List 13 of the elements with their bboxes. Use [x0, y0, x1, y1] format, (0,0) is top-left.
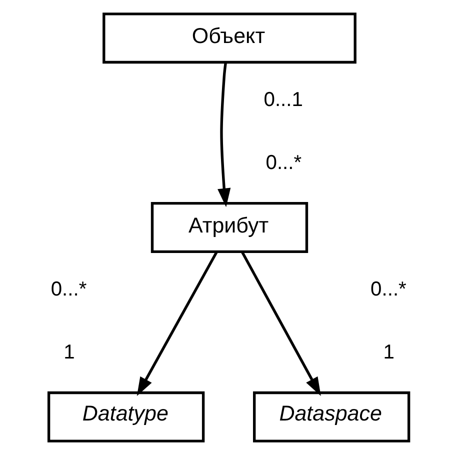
label: 0...1 — [263, 88, 302, 111]
node-box: Атрибут — [150, 202, 308, 254]
label: 0...* — [50, 278, 86, 300]
node-box: Объект — [102, 12, 356, 64]
label: 1 — [63, 341, 74, 364]
arrow — [240, 251, 320, 396]
arrow — [217, 62, 230, 208]
arrow — [136, 251, 218, 396]
label: 0...* — [370, 278, 406, 300]
node-box: Dataspace — [252, 391, 410, 442]
node-box: Datatype — [46, 391, 204, 442]
label: 1 — [382, 341, 394, 364]
label: 0...* — [265, 152, 302, 174]
